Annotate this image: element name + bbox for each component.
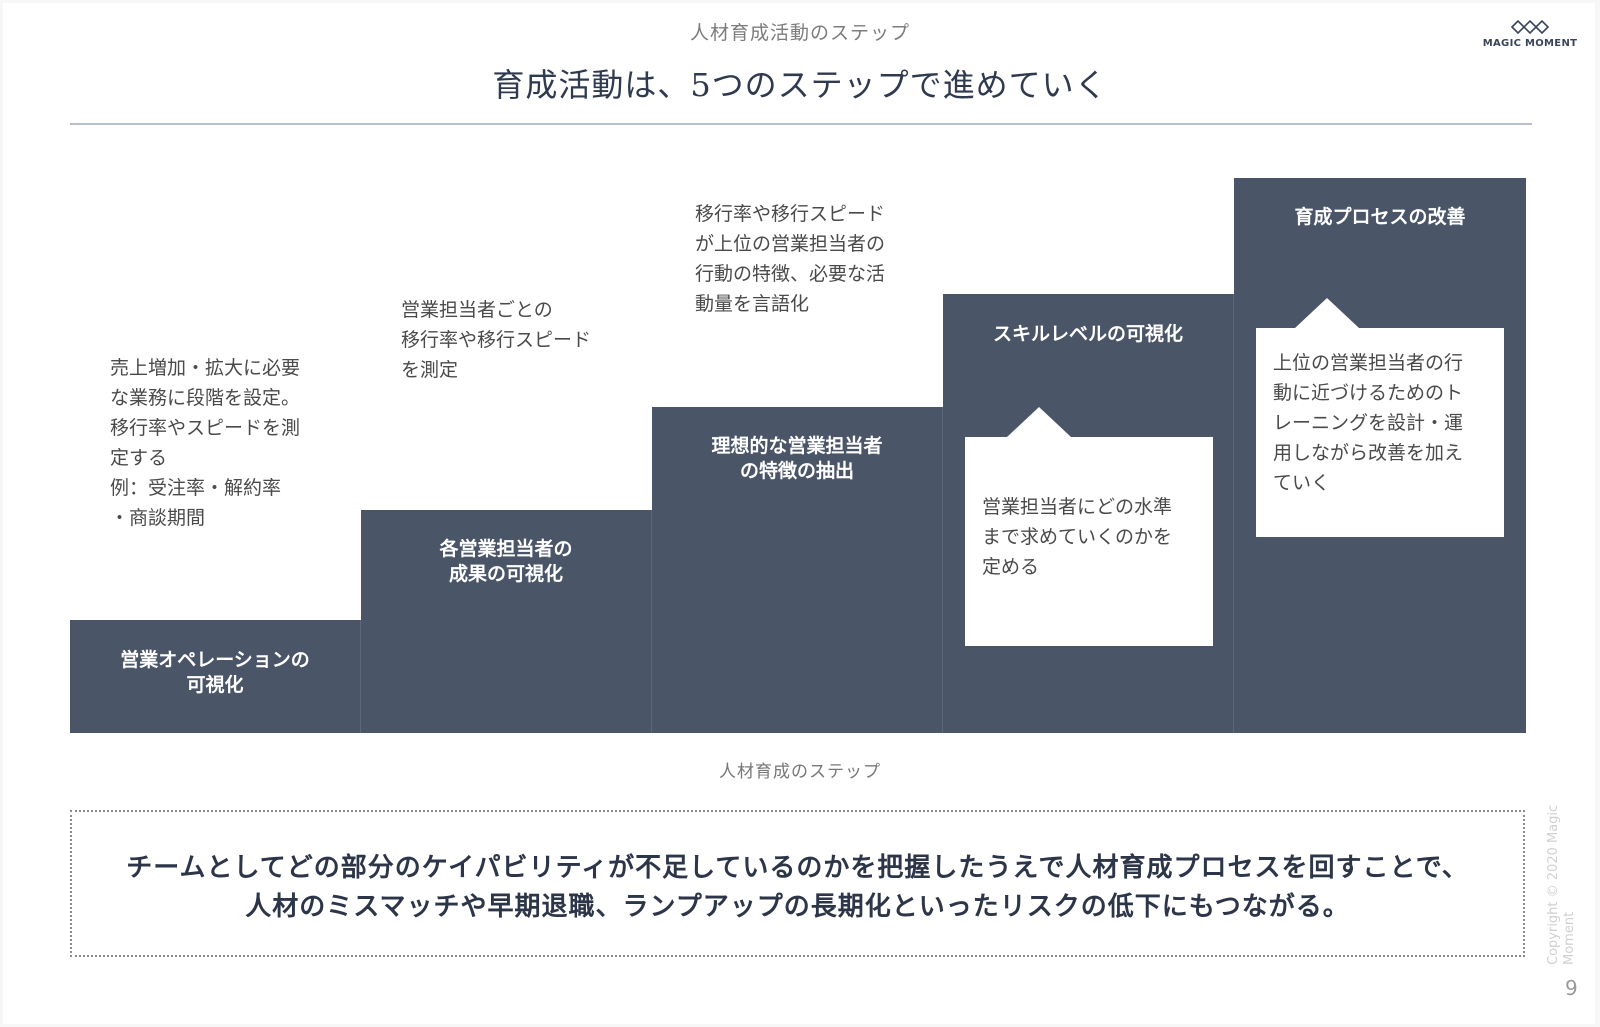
magic-moment-logo: MAGIC MOMENT	[1480, 18, 1580, 49]
section-label: 人材育成活動のステップ	[689, 22, 910, 44]
logo-text: MAGIC MOMENT	[1482, 38, 1578, 49]
diagram-caption: 人材育成のステップ	[719, 762, 881, 782]
step-4-callout: 営業担当者にどの水準 まで求めていくのかを 定める	[965, 437, 1213, 646]
logo-mark-icon	[1510, 19, 1550, 35]
step-1-block: 営業オペレーションの 可視化	[70, 620, 361, 733]
step-1-callout-pointer	[132, 564, 196, 586]
page-number: 9	[1565, 976, 1578, 1000]
step-2-callout: 営業担当者ごとの 移行率や移行スピード を測定	[384, 275, 630, 461]
title-divider	[70, 123, 1532, 125]
copyright-text: Copyright © 2020 Magic Moment	[1546, 804, 1577, 965]
step-5-callout-pointer	[1295, 298, 1359, 328]
conclusion-line-2: 人材のミスマッチや早期退職、ランプアップの長期化といったリスクの低下にもつながる…	[245, 892, 1350, 922]
step-3-callout: 移行率や移行スピード が上位の営業担当者の 行動の特徴、必要な活 動量を言語化	[678, 179, 925, 365]
conclusion-box: チームとしてどの部分のケイパビリティが不足しているのかを把握したうえで人材育成プ…	[70, 810, 1525, 957]
step-3-label: 理想的な営業担当者 の特徴の抽出	[711, 435, 883, 482]
step-2-block: 各営業担当者の 成果の可視化	[361, 510, 652, 733]
step-1-callout: 売上増加・拡大に必要 な業務に段階を設定。 移行率やスピードを測 定する 例：受…	[93, 327, 339, 564]
copyright-notice: Copyright © 2020 Magic Moment	[1540, 780, 1590, 965]
step-3-callout-pointer	[717, 365, 781, 387]
step-5-callout: 上位の営業担当者の行 動に近づけるためのト レーニングを設計・運 用しながら改善…	[1256, 328, 1504, 537]
conclusion-line-1: チームとしてどの部分のケイパビリティが不足しているのかを把握したうえで人材育成プ…	[126, 853, 1469, 883]
step-4-label: スキルレベルの可視化	[992, 323, 1183, 345]
page-title: 育成活動は、5つのステップで進めていく	[492, 66, 1108, 104]
step-3-block: 理想的な営業担当者 の特徴の抽出	[652, 407, 943, 733]
step-2-callout-pointer	[424, 461, 488, 483]
step-5-label: 育成プロセスの改善	[1294, 206, 1466, 228]
step-4-callout-pointer	[1007, 407, 1071, 437]
step-1-label: 営業オペレーションの 可視化	[120, 649, 310, 696]
step-2-label: 各営業担当者の 成果の可視化	[439, 538, 573, 585]
